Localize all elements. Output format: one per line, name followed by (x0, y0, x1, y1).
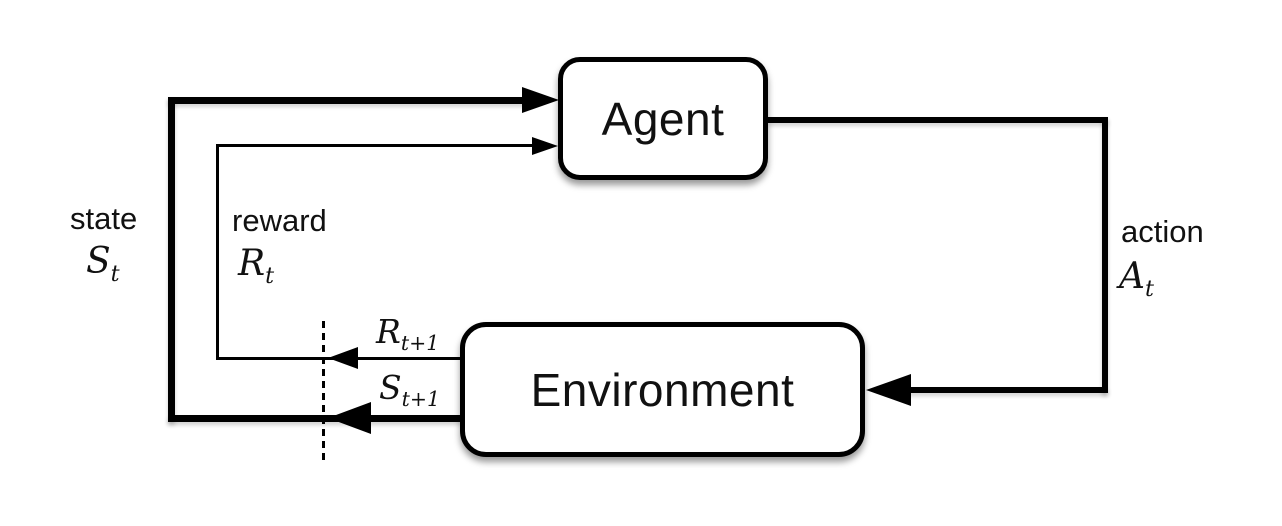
state-line-top (168, 97, 526, 104)
state-line-vertical (168, 97, 175, 422)
environment-label: Environment (530, 363, 795, 416)
action-arrowhead-icon (866, 374, 911, 406)
reward-symbol-label: Rt (238, 243, 275, 289)
action-line-bottom (902, 387, 1108, 393)
reward-arrowhead-icon (532, 137, 558, 155)
agent-label: Agent (601, 92, 725, 145)
state-word-label: state (70, 201, 138, 236)
reward-line-vertical (216, 144, 219, 360)
next-reward-arrowhead-icon (328, 347, 358, 369)
state-line-bottom (168, 415, 462, 422)
state-symbol-label: St (86, 241, 120, 287)
reward-line-top (216, 144, 536, 147)
action-word-label: action (1121, 214, 1204, 249)
action-symbol-label: At (1119, 256, 1154, 302)
time-step-boundary-dashed-line (322, 321, 325, 460)
action-line-top (768, 117, 1108, 123)
environment-node: Environment (460, 322, 865, 457)
next-state-arrowhead-icon (328, 402, 371, 434)
agent-node: Agent (558, 57, 768, 180)
reward-word-label: reward (232, 203, 327, 238)
next-state-symbol-label: St+1 (379, 368, 440, 412)
next-reward-symbol-label: Rt+1 (376, 312, 440, 356)
state-arrowhead-icon (522, 87, 559, 113)
action-line-vertical (1102, 117, 1108, 393)
